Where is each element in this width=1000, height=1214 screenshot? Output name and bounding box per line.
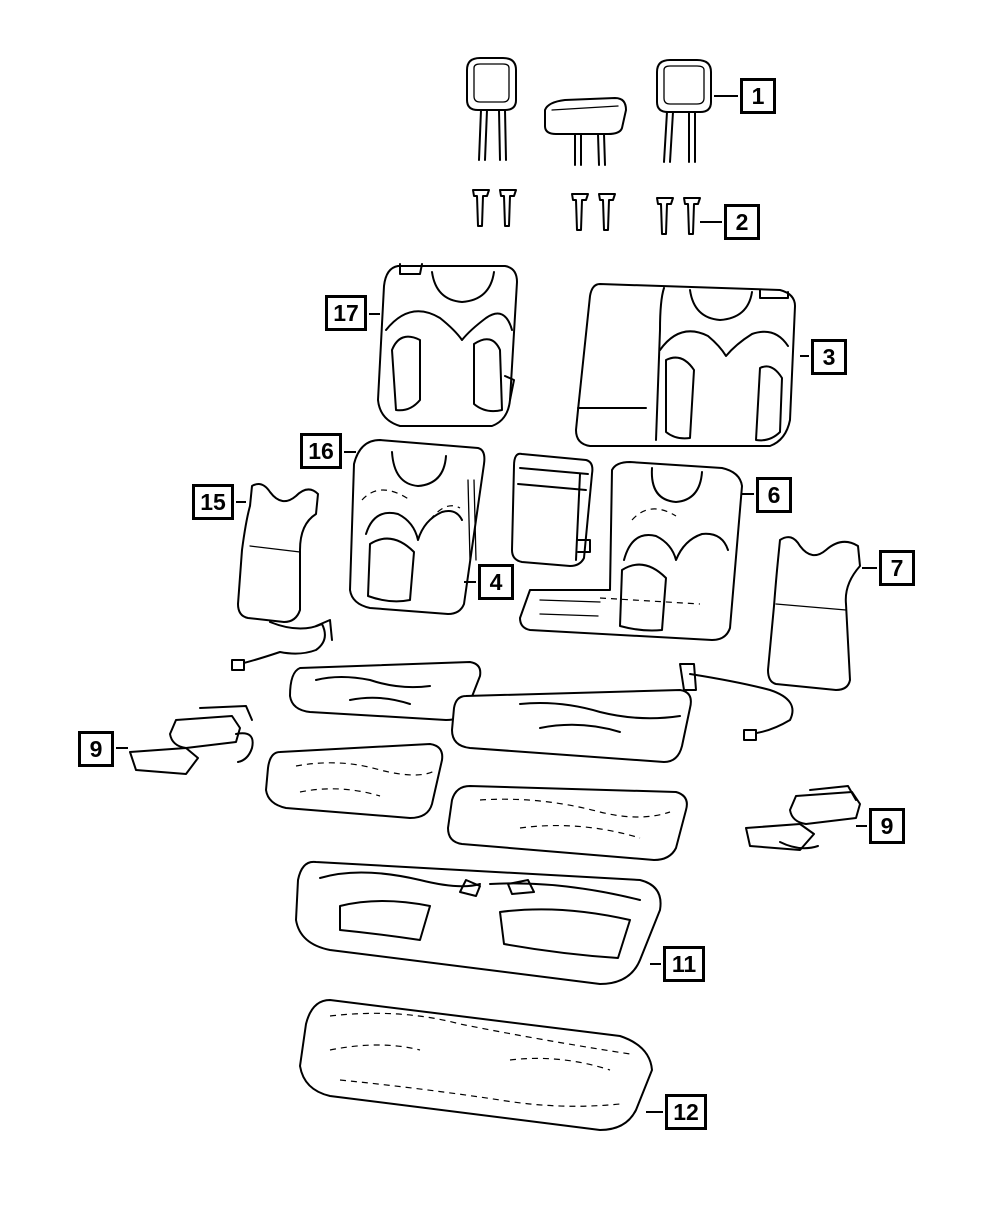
headrest-guides [472, 189, 701, 235]
callout-11: 11 [663, 946, 705, 982]
headrest-center [544, 97, 627, 166]
seat-back-panel-right [679, 536, 861, 741]
callout-12: 12 [665, 1094, 707, 1130]
seat-back-pad-left [349, 439, 486, 615]
callout-9-left: 9 [78, 731, 114, 767]
callout-6: 6 [756, 477, 792, 513]
seat-cushion-foam [299, 999, 653, 1131]
seat-back-pad-right [519, 461, 743, 641]
seat-heater-right [745, 785, 861, 851]
seat-back-left-40 [377, 263, 518, 427]
cushion-foam-right [447, 785, 688, 861]
callout-17: 17 [325, 295, 367, 331]
headrest-left [466, 57, 517, 161]
callout-16: 16 [300, 433, 342, 469]
cushion-trim-left [289, 661, 482, 721]
callout-15: 15 [192, 484, 234, 520]
center-armrest [511, 452, 594, 567]
seat-back-panel-left [231, 483, 333, 671]
seat-back-right-60 [575, 283, 796, 447]
callout-1: 1 [740, 78, 776, 114]
leader-lines [116, 95, 877, 1113]
seat-cushion-cover [295, 860, 662, 985]
headrest-right [656, 59, 712, 163]
callout-2: 2 [724, 204, 760, 240]
callout-4: 4 [478, 564, 514, 600]
callout-7: 7 [879, 550, 915, 586]
seat-heater-left [129, 705, 254, 775]
callout-9-right: 9 [869, 808, 905, 844]
cushion-foam-left [265, 743, 444, 819]
cushion-trim-right [451, 689, 692, 763]
callout-3: 3 [811, 339, 847, 375]
